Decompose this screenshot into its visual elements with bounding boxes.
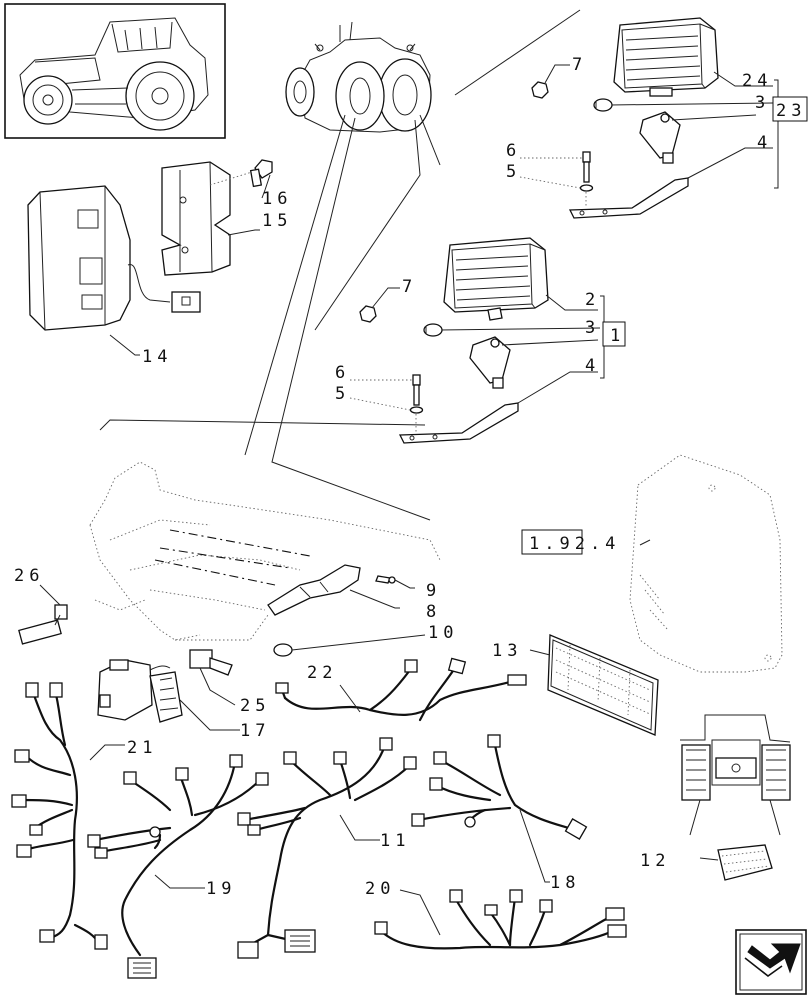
callout-7-upper: 7 xyxy=(572,55,587,75)
callout-25: 25 xyxy=(240,696,270,716)
callout-1: 1 xyxy=(610,326,625,346)
callout-8: 8 xyxy=(426,602,441,622)
tractor-rear-small xyxy=(680,714,791,836)
harness-19 xyxy=(87,754,269,979)
callout-7-lower: 7 xyxy=(402,277,417,297)
bulb-lower xyxy=(423,323,443,337)
lamp-bracket xyxy=(161,161,231,276)
bolt-lower xyxy=(409,374,424,414)
callout-26: 26 xyxy=(14,566,44,586)
callout-10: 10 xyxy=(428,623,458,643)
side-lamp xyxy=(267,564,361,616)
callout-6-upper: 6 xyxy=(506,141,521,161)
reflector xyxy=(547,634,659,736)
side-panel xyxy=(629,454,783,673)
tractor-overview xyxy=(4,3,226,139)
harness-11 xyxy=(237,737,417,959)
callout-9: 9 xyxy=(426,581,441,601)
harness-20 xyxy=(374,889,627,950)
callout-3-upper: 3 xyxy=(755,93,770,113)
mounting-bar-upper xyxy=(568,147,773,219)
callout-17: 17 xyxy=(240,721,270,741)
fender-area xyxy=(89,461,441,641)
bolt-upper xyxy=(579,151,594,192)
mounting-bar-lower xyxy=(398,371,598,444)
callout-24: 24 xyxy=(742,71,772,91)
bulb-upper xyxy=(593,98,613,112)
bulb-10 xyxy=(273,643,293,657)
lamp-bracket-bolt xyxy=(249,159,273,188)
bracket-upper xyxy=(639,111,757,164)
switch-25 xyxy=(189,649,236,706)
callout-19: 19 xyxy=(206,879,236,899)
harness-22 xyxy=(275,657,527,722)
nut-lower xyxy=(359,305,377,323)
callout-11: 11 xyxy=(380,831,410,851)
callout-1-92-4: 1.92.4 xyxy=(529,534,620,554)
reference-box-1924 xyxy=(521,529,583,555)
nut-upper xyxy=(531,81,549,99)
callout-23: 23 xyxy=(776,101,806,121)
tail-lamp xyxy=(27,185,201,331)
screw-9 xyxy=(375,575,396,584)
callout-5-lower: 5 xyxy=(335,384,350,404)
next-page-arrow-icon[interactable] xyxy=(735,929,807,995)
callout-4-lower: 4 xyxy=(585,356,600,376)
callout-13: 13 xyxy=(492,641,522,661)
callout-20: 20 xyxy=(365,879,395,899)
callout-5-upper: 5 xyxy=(506,162,521,182)
callout-22: 22 xyxy=(307,663,337,683)
callout-16: 16 xyxy=(262,189,292,209)
tractor-rear-view xyxy=(285,21,432,133)
harness-21 xyxy=(11,682,108,950)
assembly-box-23 xyxy=(772,96,808,122)
callout-21: 21 xyxy=(127,738,157,758)
callout-12: 12 xyxy=(640,851,670,871)
work-lamp-upper xyxy=(613,17,719,97)
callout-14: 14 xyxy=(142,347,172,367)
reflector-small xyxy=(717,844,773,881)
callout-4-upper: 4 xyxy=(757,133,772,153)
bracket-lower xyxy=(469,336,599,389)
callout-6-lower: 6 xyxy=(335,363,350,383)
assembly-box-1 xyxy=(602,321,626,347)
callout-3-lower: 3 xyxy=(585,318,600,338)
callout-2: 2 xyxy=(585,290,600,310)
harness-18 xyxy=(411,734,588,840)
relay-block xyxy=(97,659,183,723)
connector-26 xyxy=(18,584,68,645)
work-lamp-lower xyxy=(443,237,549,321)
callout-15: 15 xyxy=(262,211,292,231)
callout-18: 18 xyxy=(550,873,580,893)
